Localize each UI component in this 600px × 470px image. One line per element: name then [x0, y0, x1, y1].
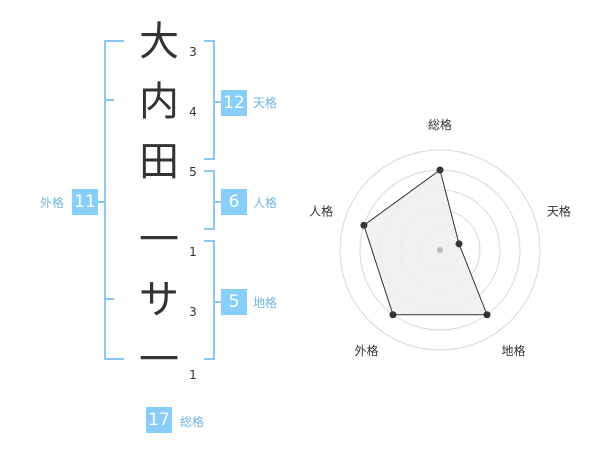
- stroke-count-4: 1: [189, 245, 197, 259]
- jinkaku-label: 人格: [253, 196, 278, 210]
- soukaku-label: 総格: [180, 415, 205, 429]
- radar-axis-label-4: 外格: [354, 343, 378, 358]
- stroke-count-1: 3: [189, 45, 197, 59]
- stroke-count-5: 3: [189, 305, 197, 319]
- radar-point-3: [483, 311, 491, 319]
- radar-points: [360, 166, 491, 319]
- chikaku-label: 地格: [253, 296, 278, 310]
- name-char-6: 一: [139, 337, 179, 383]
- radar-point-5: [360, 221, 368, 229]
- radar-ring-5: [339, 149, 541, 351]
- stroke-count-2: 4: [189, 105, 197, 119]
- tenkaku-badge: 12: [221, 90, 247, 116]
- radar-shape: [363, 169, 488, 316]
- radar-point-2: [455, 240, 463, 248]
- radar-axis-label-2: 天格: [547, 203, 571, 218]
- gaikaku-badge: 11: [72, 189, 98, 215]
- tenkaku-label: 天格: [253, 96, 278, 110]
- name-char-2: 内: [139, 79, 179, 125]
- radar-axis-label-5: 人格: [309, 203, 333, 218]
- radar-polygon: [363, 169, 488, 316]
- stroke-count-6: 1: [189, 368, 197, 382]
- jinkaku-badge: 6: [221, 189, 247, 215]
- stroke-count-3: 5: [189, 165, 197, 179]
- radar-point-4: [389, 311, 397, 319]
- radar-center: [437, 247, 443, 253]
- name-char-4: 一: [139, 217, 179, 263]
- chikaku-badge: 5: [221, 289, 247, 315]
- radar-point-1: [436, 166, 444, 174]
- gaikaku-label: 外格: [40, 196, 65, 210]
- radar-axis-label-1: 総格: [428, 117, 452, 132]
- name-char-5: サ: [139, 277, 179, 323]
- name-char-1: 大: [139, 19, 179, 65]
- radar-axis-label-3: 地格: [501, 343, 525, 358]
- name-char-3: 田: [139, 139, 179, 185]
- soukaku-badge: 17: [146, 407, 172, 433]
